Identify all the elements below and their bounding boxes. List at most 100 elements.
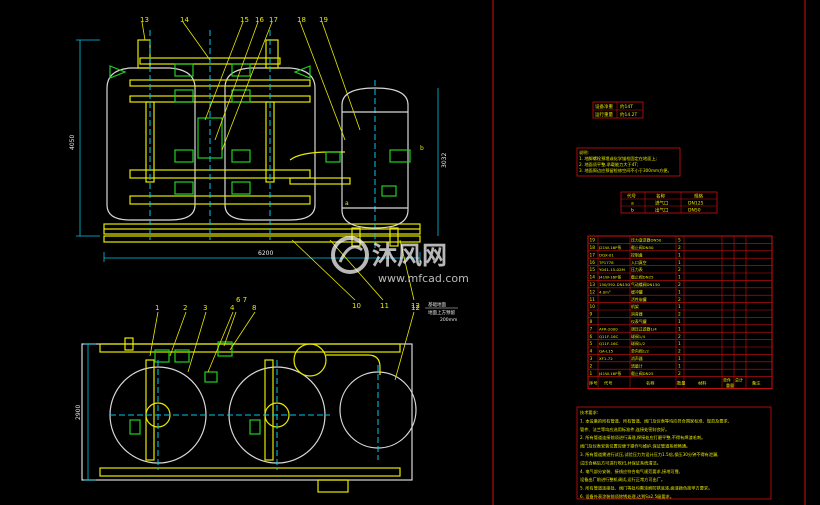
drawing-frame [492,0,806,505]
ports-header: 规格 [694,193,703,200]
part-quantity: 2 [678,245,681,251]
part-quantity: 2 [678,334,681,340]
tech-line: 2. 所有管道连接前须进行清理,焊接处应打磨平整,不得有焊渣毛刺。 [580,434,705,441]
callout-label: 12 [411,302,420,310]
parts-header: 数量 [677,380,685,387]
part-number: 3 [590,356,593,362]
part-name: 调压过滤器1/4 [631,326,657,331]
callout-label: 13 [140,16,149,24]
bottom-callouts: 10 11 12 [352,302,420,310]
weight-label: 设备净重 [595,103,613,110]
part-code: Q11F-16C [599,334,619,339]
part-number: 8 [590,319,593,325]
part-name: 仪表气罐 [631,319,647,324]
part-name: 压力表 [631,267,643,272]
part-name: 机架 [631,304,639,309]
front-view [76,21,439,301]
part-number: 10 [590,304,596,310]
part-number: 14 [590,275,596,281]
part-name: 截止阀DN25 [631,371,654,376]
part-name: 活性炭罐 [631,297,647,302]
part-quantity: 1 [678,319,681,325]
port-name: 出气口 [655,207,669,214]
callout-label: 12 [411,304,420,312]
part-name: 入口真空 [631,260,647,265]
part-name: 单向阀1/2 [631,349,649,354]
notes-line: 3. 地面周边应预留检修空间不小于300mm方便。 [579,167,672,174]
part-quantity: 1 [678,260,681,266]
tech-line: 试压合格后方可进行吹扫,并保证系统清洁。 [580,459,661,466]
ports-table: 代号 名称 规格 a 进气口 DN125 b 出气口 DN50 [620,191,718,214]
part-name: 球阀1/2 [631,341,646,346]
part-number: 9 [590,312,593,318]
port-letter-a: a [345,200,349,207]
callout-label: 16 [255,16,264,24]
callout-label: 10 [352,302,361,310]
dim-top-width: 2900 [75,405,82,420]
part-number: 16 [590,260,596,266]
parts-header: 单件 [723,377,731,383]
part-name: 球阀1/4 [631,334,646,339]
dim-front-height: 4050 [69,135,76,150]
part-code: TP1778 [598,260,614,265]
part-name: 压力变送器DN50 [631,238,662,243]
ports-header: 代号 [627,193,636,200]
port-name: 进气口 [655,200,669,207]
callout-label: 15 [240,16,249,24]
part-number: 19 [590,238,596,244]
part-quantity: 1 [678,341,681,347]
part-quantity: 1 [678,275,681,281]
foundation-note-line: 200mm [440,317,457,323]
part-number: 17 [590,252,596,258]
callout-label: 17 [269,16,278,24]
callout-label: 6 7 [236,296,247,304]
port-spec: DN125 [688,201,704,207]
part-code: DQX-01 [599,252,614,257]
part-code: J41W-16P系 [598,371,621,376]
part-number: 4 [590,349,593,355]
weights-table: 设备净重 约14T 运行重量 约14.2T [592,101,644,119]
part-number: 11 [590,297,596,303]
callout-label: 19 [319,16,328,24]
part-name: 截止阀DN25 [631,275,654,280]
foundation-note: 基础地面 地面上方预留 200mm [425,301,458,323]
part-quantity: 2 [678,312,681,318]
notes-line: 2. 地面须平整,承载能力大于4T; [579,161,638,168]
part-name: 气动蝶阀DN150 [631,282,660,287]
callout-label: 8 [252,304,256,312]
tech-title: 技术要求: [580,409,598,416]
part-quantity: 2 [678,297,681,303]
tech-line: 5. 所有管道连接处、阀门等处均需涂刷防锈底漆,面漆颜色按甲方要求。 [580,485,712,492]
part-number: 12 [590,289,596,295]
top-view [81,311,417,493]
dim-tank-height: 3032 [441,153,448,168]
callout-label: 14 [180,16,189,24]
part-number: 1 [590,371,593,377]
parts-header: 备注 [752,380,761,387]
dimension-texts: 4050 6200 3032 2900 [69,135,448,420]
port-code: a [631,202,634,207]
part-number: 6 [590,334,593,340]
part-code: AFR-2000 [599,326,618,331]
watermark-url: www.mfcad.com [378,272,469,285]
tech-line: 阀门及仪表安装位置应便于操作与维护,保证管道系统畅通。 [580,443,690,450]
foundation-note-line: 基础地面 [428,301,446,308]
foundation-note-line: 地面上方预留 [428,309,455,316]
tech-line: 4. 电气部分安装、接线应符合电气规范要求,接地可靠, [580,468,680,475]
part-number: 13 [590,282,596,288]
port-letters: a b [345,145,424,207]
callout-label: 1 [155,304,159,312]
front-callouts: 13 14 15 16 17 18 19 [140,16,328,24]
part-quantity: 1 [678,356,681,362]
notes-box: 说明: 1. 地脚螺栓预埋或化学锚栓固定在地面上; 2. 地面须平整,承载能力大… [576,147,681,177]
part-name: 截止阀DN50 [631,245,654,250]
part-name: 控制盒 [631,252,643,257]
part-code: Y041-15-02M [599,267,625,272]
port-letter-b: b [420,145,424,152]
part-quantity: 1 [678,304,681,310]
weight-value: 约14.2T [620,111,638,118]
ports-header: 名称 [656,193,665,200]
part-quantity: 1 [678,363,681,369]
